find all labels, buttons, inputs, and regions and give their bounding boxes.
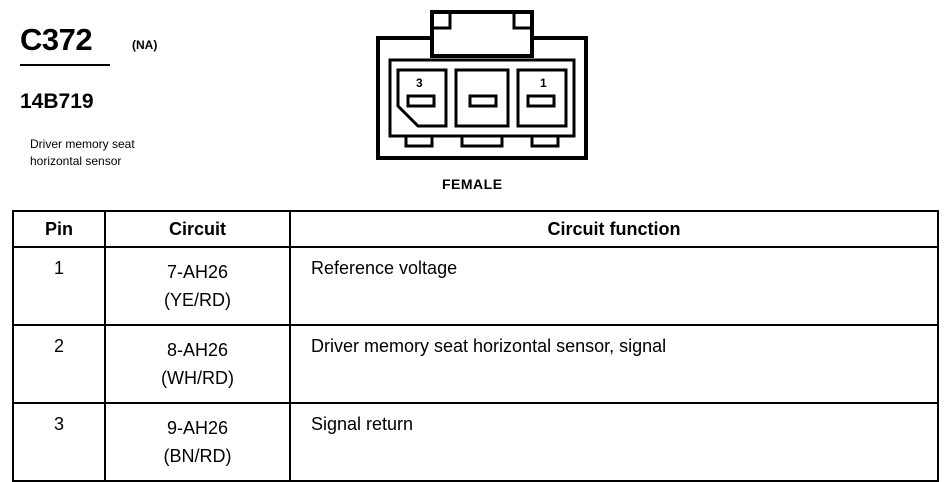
circuit-cell: 7-AH26 (YE/RD) <box>104 246 291 326</box>
description-line-2: horizontal sensor <box>30 154 122 168</box>
circuit-function: Signal return <box>289 402 939 482</box>
pin-number: 3 <box>12 402 106 482</box>
part-number: 14B719 <box>20 90 94 113</box>
cavity-label-3: 3 <box>416 76 423 90</box>
wire-color: (YE/RD) <box>164 290 231 310</box>
connector-inner-body <box>388 58 576 138</box>
table-row: 2 8-AH26 (WH/RD) Driver memory seat hori… <box>12 324 939 404</box>
description-line-1: Driver memory seat <box>30 137 135 151</box>
cavity-1 <box>516 68 568 128</box>
connector-latch <box>430 10 534 56</box>
connector-description: Driver memory seat horizontal sensor <box>30 136 230 170</box>
header-pin: Pin <box>12 210 106 248</box>
circuit-number: 7-AH26 <box>166 262 229 282</box>
circuit-cell: 9-AH26 (BN/RD) <box>104 402 291 482</box>
circuit-number: 9-AH26 <box>166 418 229 438</box>
circuit-function: Reference voltage <box>289 246 939 326</box>
connector-view-label: FEMALE <box>442 176 503 192</box>
connector-face-diagram: 3 1 <box>376 10 588 160</box>
header-circuit: Circuit <box>104 210 291 248</box>
cavity-3 <box>396 68 448 128</box>
pin-number: 2 <box>12 324 106 404</box>
connector-id: C372 <box>20 22 93 57</box>
connector-note: (NA) <box>132 38 158 52</box>
wire-color: (WH/RD) <box>161 368 234 388</box>
pinout-table: Pin Circuit Circuit function 1 7-AH26 (Y… <box>12 210 939 482</box>
connector-outer-shell <box>376 36 588 160</box>
cavity-2 <box>454 68 510 128</box>
header-circuit-function: Circuit function <box>289 210 939 248</box>
table-header-row: Pin Circuit Circuit function <box>12 210 939 248</box>
connector-bottom-notches <box>404 136 560 148</box>
circuit-function: Driver memory seat horizontal sensor, si… <box>289 324 939 404</box>
circuit-number: 8-AH26 <box>166 340 229 360</box>
pin-number: 1 <box>12 246 106 326</box>
connector-header: C372 (NA) 14B719 Driver memory seat hori… <box>0 0 951 210</box>
table-row: 3 9-AH26 (BN/RD) Signal return <box>12 402 939 482</box>
cavity-label-1: 1 <box>540 76 547 90</box>
table-row: 1 7-AH26 (YE/RD) Reference voltage <box>12 246 939 326</box>
wire-color: (BN/RD) <box>163 446 232 466</box>
title-underline <box>20 64 110 66</box>
circuit-cell: 8-AH26 (WH/RD) <box>104 324 291 404</box>
